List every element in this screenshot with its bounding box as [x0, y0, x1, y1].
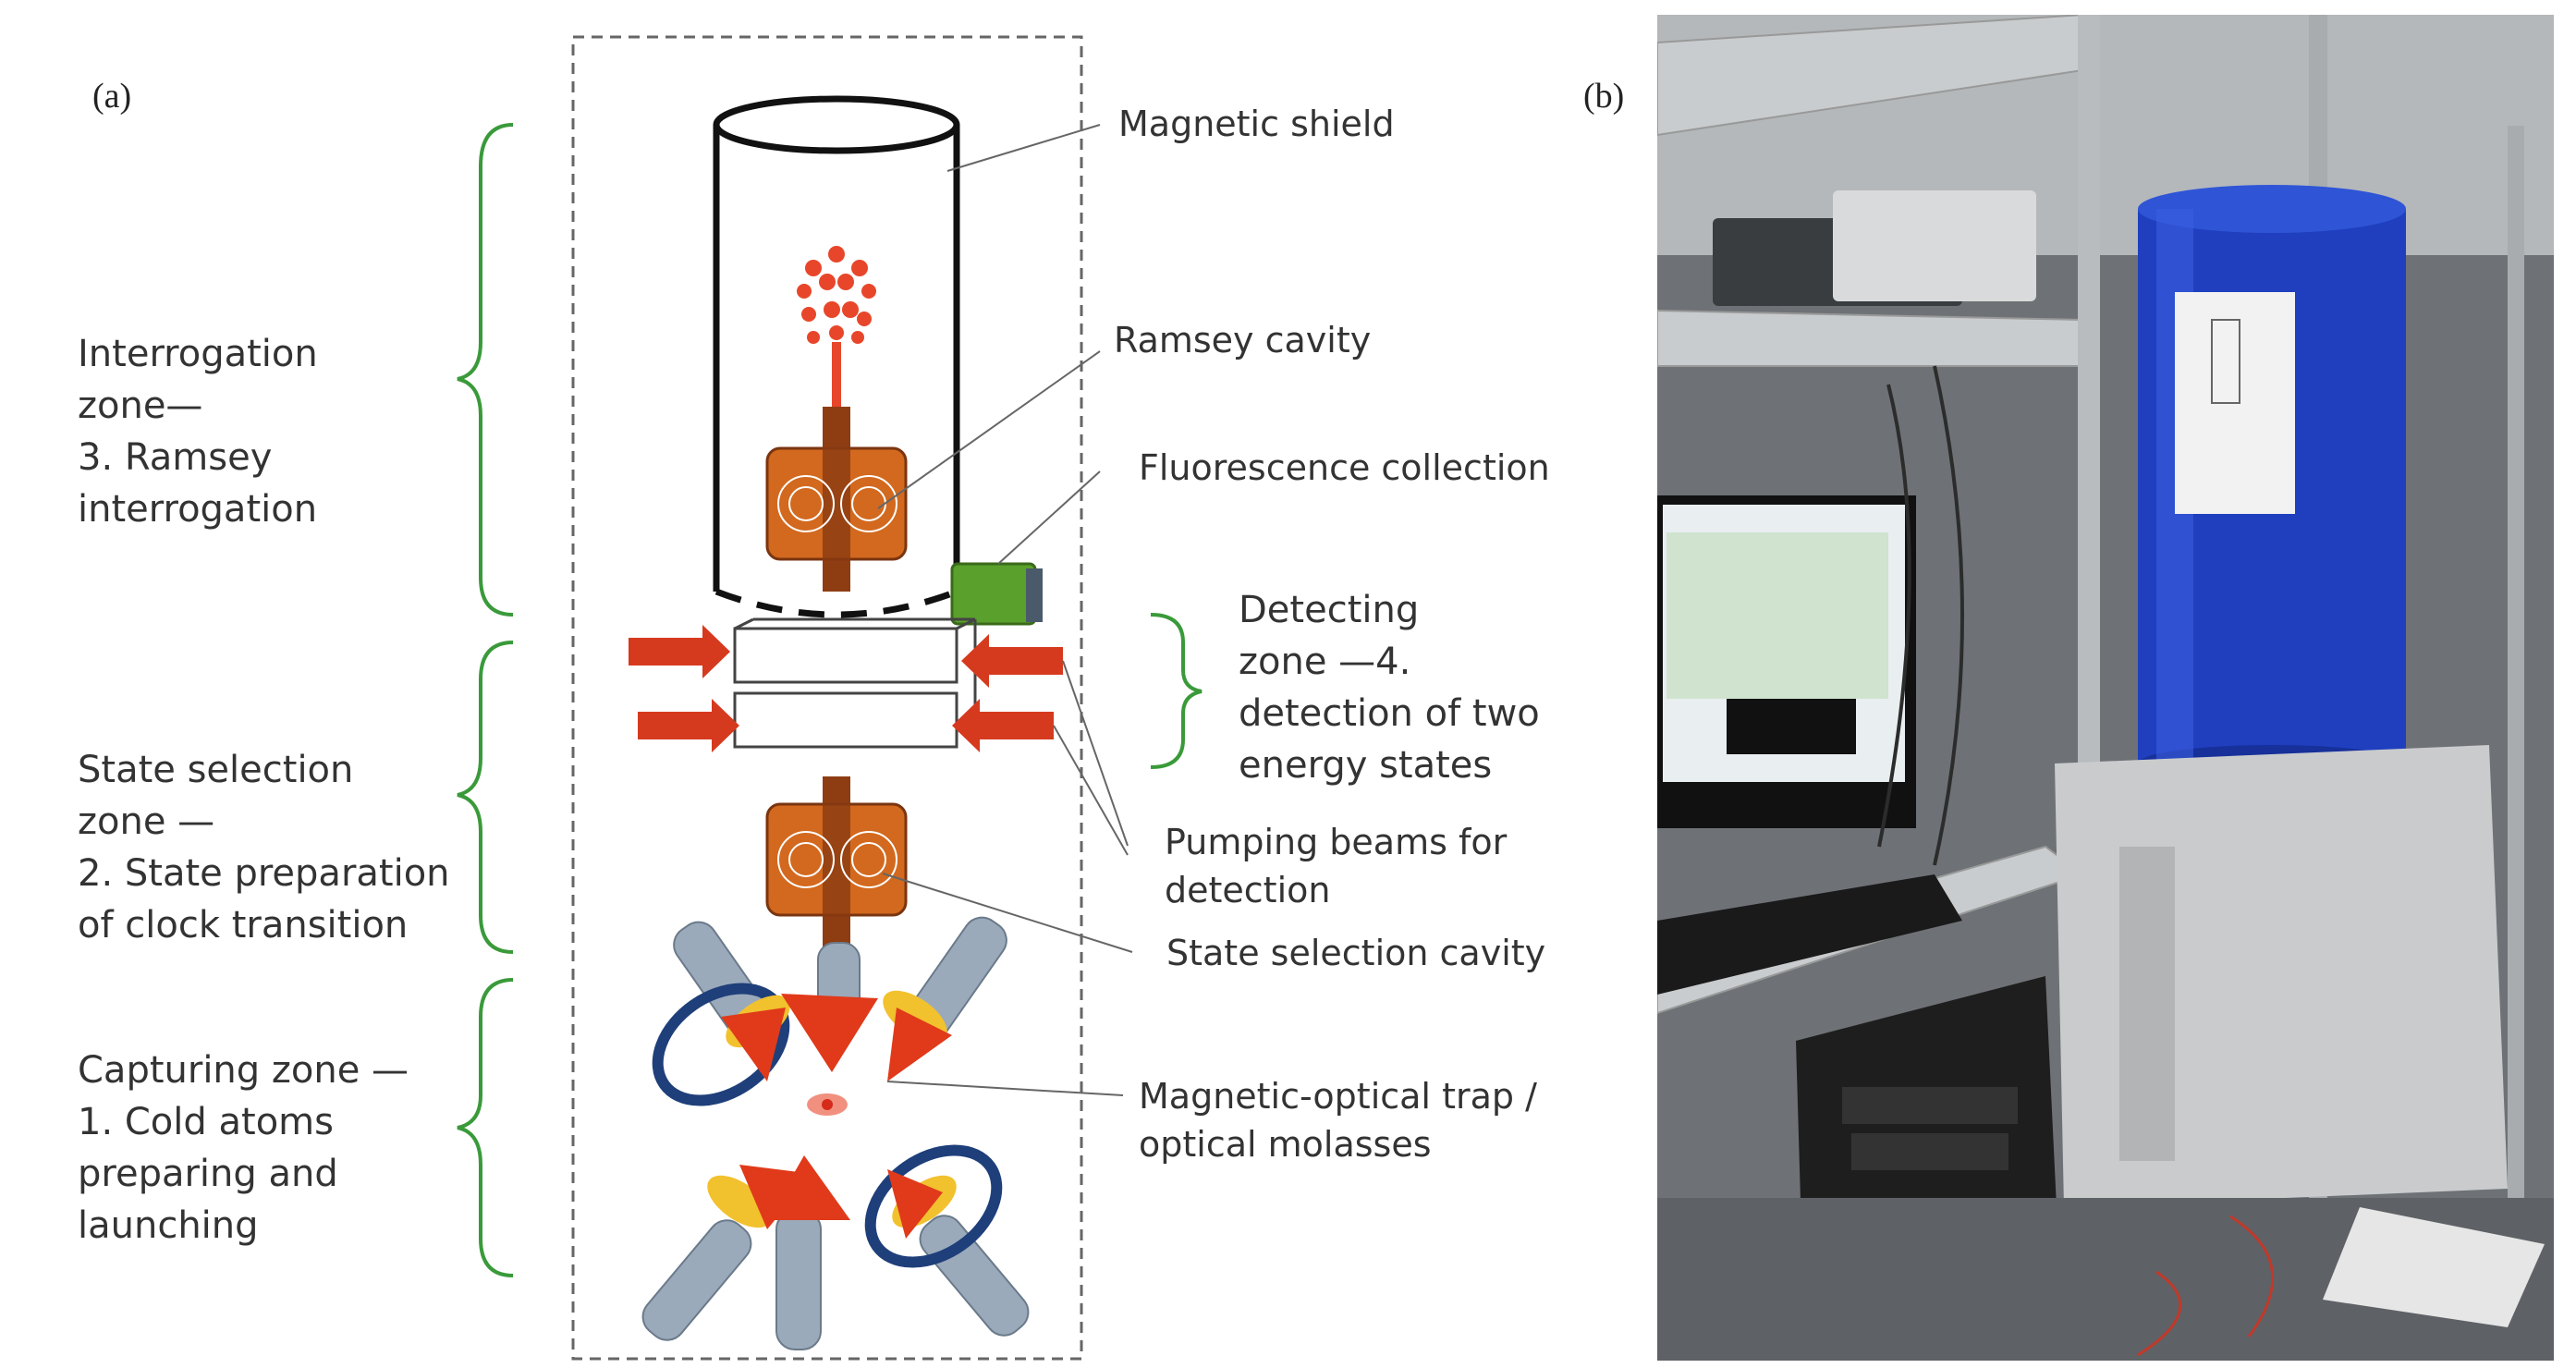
detection-boxes [733, 617, 977, 749]
dashed-frame [571, 35, 1083, 1361]
ramsey-cavity [765, 407, 908, 592]
leader-lines [877, 124, 1133, 1096]
state-selection-cavity [765, 776, 908, 961]
atom-fountain [797, 246, 876, 518]
zone-capturing-label: Capturing zone — 1. Cold atoms preparing… [78, 1049, 409, 1247]
callout-ramsey-cavity: Ramsey cavity [1114, 320, 1372, 360]
zone-detecting-label: Detecting zone —4. detection of two ener… [1239, 589, 1540, 787]
panel-label-a: (a) [92, 77, 132, 116]
callout-pumping-beams: Pumping beams for detection [1165, 822, 1508, 910]
magnetic-shield [713, 95, 960, 618]
bracket-detecting [1150, 613, 1203, 769]
pumping-beams [629, 625, 1063, 752]
fountain-clock-diagram [457, 35, 1203, 1361]
magneto-optical-trap [641, 916, 1030, 1350]
zone-brackets [457, 123, 1203, 1277]
zone-interrogation-label: Interrogation zone— 3. Ramsey interrogat… [78, 333, 318, 531]
callout-mot: Magnetic-optical trap / optical molasses [1139, 1076, 1537, 1165]
lab-photo [1657, 15, 2554, 1361]
fluorescence-detector [950, 562, 1043, 626]
bracket-capturing [457, 978, 514, 1277]
bracket-state-selection [457, 641, 514, 954]
panel-label-b: (b) [1583, 77, 1625, 116]
callout-fluorescence-collection: Fluorescence collection [1139, 447, 1550, 488]
zone-state-selection-label: State selection zone — 2. State preparat… [78, 749, 450, 947]
callout-state-selection-cavity: State selection cavity [1166, 933, 1546, 973]
bracket-interrogation [457, 123, 514, 617]
callout-magnetic-shield: Magnetic shield [1118, 104, 1395, 144]
